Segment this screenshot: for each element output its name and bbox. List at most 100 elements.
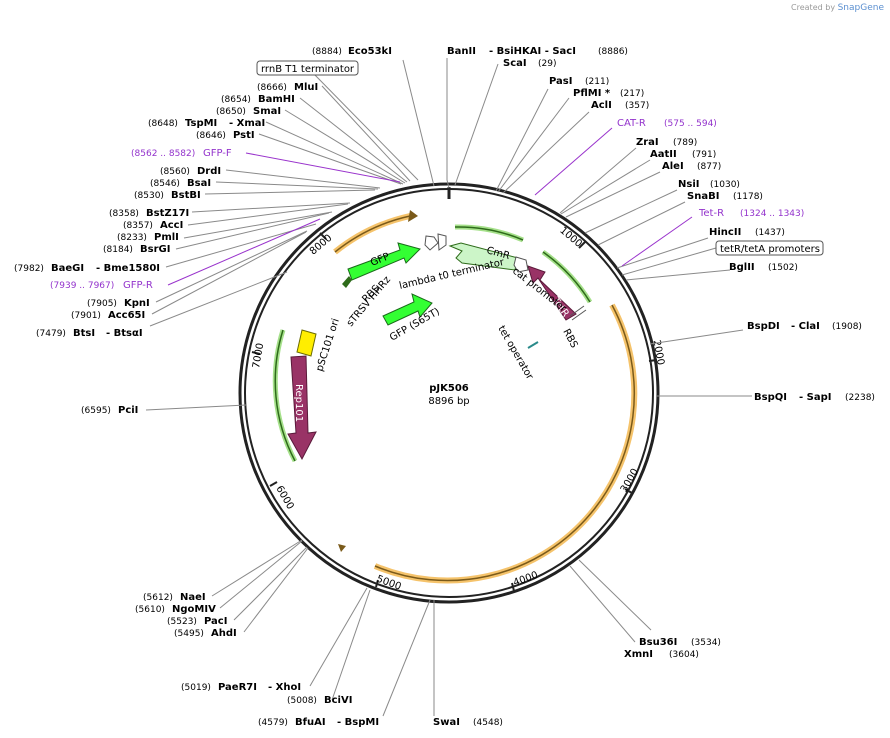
site-name-paci: PacI — [204, 616, 227, 627]
site-name-paer7i: PaeR7I — [218, 682, 257, 693]
tick-1000 — [578, 241, 586, 249]
tick-label-7000: 7000 — [251, 342, 266, 369]
leader-bstbi — [204, 189, 376, 195]
leader-pmli — [183, 211, 333, 239]
plasmid-length: 8896 bp — [428, 396, 469, 407]
site-name-tspmi: TspMI — [185, 118, 217, 129]
primer-range-gfp-f: (8562 .. 8582) — [131, 149, 195, 159]
rbs-gfp-mark — [342, 276, 352, 288]
ring-ticks: 1000 2000 3000 4000 5000 6000 7000 8000 — [251, 225, 666, 593]
tick-6000 — [269, 481, 278, 487]
leader-bsai — [215, 181, 379, 190]
promoter-arrow-1 — [424, 235, 439, 251]
tetr-tetA-label: tetR/tetA promoters — [720, 244, 820, 255]
leader-psti — [258, 133, 402, 185]
psc101-label: pSC101 ori — [314, 317, 341, 373]
ori-box[interactable] — [296, 329, 317, 357]
cat-promoter-arrow — [513, 256, 529, 273]
site-name-eco53ki: Eco53kI — [348, 46, 392, 57]
site-name-pasi: PasI — [549, 76, 572, 87]
site-pos-drdi: (8560) — [160, 167, 190, 177]
leader-paer7i — [309, 587, 368, 687]
gfp-s65t-arrow[interactable] — [382, 293, 433, 326]
site-pos-bsai: (8546) — [150, 179, 180, 189]
site-num-pflmi: (217) — [620, 89, 644, 99]
site-name-pcii: PciI — [118, 405, 138, 416]
site-extra-bfuai: - BspMI — [337, 717, 379, 728]
site-num-aatii: (791) — [692, 150, 716, 160]
tetr-arrow[interactable] — [527, 265, 577, 321]
leader-bspdi — [649, 329, 744, 345]
leader-kpni — [155, 230, 308, 303]
rep101-arrow[interactable] — [287, 355, 317, 461]
site-labels: (8884) Eco53kI BanII - BsiHKAI - SacI (8… — [14, 46, 875, 728]
rep101-label: Rep101 — [293, 384, 304, 422]
leader-rrnb — [311, 71, 419, 181]
site-pos-bstbi: (8530) — [134, 191, 164, 201]
leader-bsrgi — [175, 212, 330, 250]
primer-name-gfp-f: GFP-F — [203, 148, 232, 159]
site-extra-tspmi: - XmaI — [229, 118, 265, 129]
primer-name-tet-r: Tet-R — [698, 208, 724, 219]
leader-acci — [187, 203, 349, 226]
orange-arc-right-core — [374, 304, 636, 582]
primer-name-cat-r: CAT-R — [617, 118, 646, 129]
tick-4000 — [511, 582, 515, 592]
leader-bstz17i — [191, 202, 351, 213]
site-pos-naei: (5612) — [143, 593, 173, 603]
site-name-bstz17i: BstZ17I — [146, 208, 189, 219]
site-extra-banii: - BsiHKAI - SacI — [489, 46, 576, 57]
tick-5000 — [375, 579, 379, 588]
site-pos-bcivi: (5008) — [287, 696, 317, 706]
plasmid-name: pJK506 — [429, 383, 469, 394]
site-num-xmni: (3604) — [669, 650, 699, 660]
site-num-snabi: (1178) — [733, 192, 763, 202]
cmr-arrow[interactable] — [448, 242, 519, 271]
site-name-swai: SwaI — [433, 717, 460, 728]
leader-pflmi — [497, 97, 570, 193]
leader-ahdi — [243, 547, 309, 633]
leader-bfuai — [382, 599, 431, 717]
site-name-acc65i: Acc65I — [108, 310, 145, 321]
site-extra-paer7i: - XhoI — [268, 682, 301, 693]
leader-gfp-f — [245, 152, 401, 183]
site-name-naei: NaeI — [180, 592, 206, 603]
site-name-bspdi: BspDI — [747, 321, 780, 332]
site-name-drdi: DrdI — [197, 166, 221, 177]
leader-bsu36i — [578, 559, 652, 631]
site-name-ahdi: AhdI — [211, 628, 237, 639]
site-name-baegi: BaeGI — [51, 263, 84, 274]
site-name-banii: BanII — [447, 46, 476, 57]
site-name-bamhi: BamHI — [258, 94, 295, 105]
leader-mlui — [321, 85, 411, 182]
site-pos-bamhi: (8654) — [221, 95, 251, 105]
leader-pcii — [145, 404, 247, 411]
leader-tetr-tetA — [621, 247, 717, 276]
site-extra-bspqi: - SapI — [799, 392, 831, 403]
site-pos-btsi: (7479) — [36, 329, 66, 339]
site-num-scai: (29) — [538, 59, 556, 69]
site-name-smai: SmaI — [253, 106, 281, 117]
site-name-bspqi: BspQI — [754, 392, 787, 403]
leader-ngomiv — [219, 540, 303, 609]
site-pos-psti: (8646) — [196, 131, 226, 141]
site-name-snabi: SnaBI — [687, 191, 719, 202]
site-num-pasi: (211) — [585, 77, 609, 87]
site-num-bspdi: (1908) — [832, 322, 862, 332]
leader-smai — [284, 109, 406, 184]
leader-bamhi — [299, 97, 408, 183]
site-name-pmli: PmlI — [154, 232, 179, 243]
credit-prefix: Created by — [791, 3, 836, 12]
site-pos-paci: (5523) — [167, 617, 197, 627]
promoter-arrow-2 — [437, 233, 447, 251]
green-arc-top — [454, 224, 524, 243]
leader-tet-r — [621, 216, 693, 267]
leader-eco53ki — [402, 59, 435, 187]
site-name-bstbi: BstBI — [171, 190, 201, 201]
site-name-scai: ScaI — [503, 58, 527, 69]
tick-3000 — [624, 488, 633, 494]
site-name-nsii: NsiI — [678, 179, 699, 190]
green-arc-top-core — [454, 226, 524, 241]
gfp-arrow[interactable] — [347, 242, 421, 281]
lambda-terminator-label: lambda t0 terminator — [398, 257, 506, 292]
